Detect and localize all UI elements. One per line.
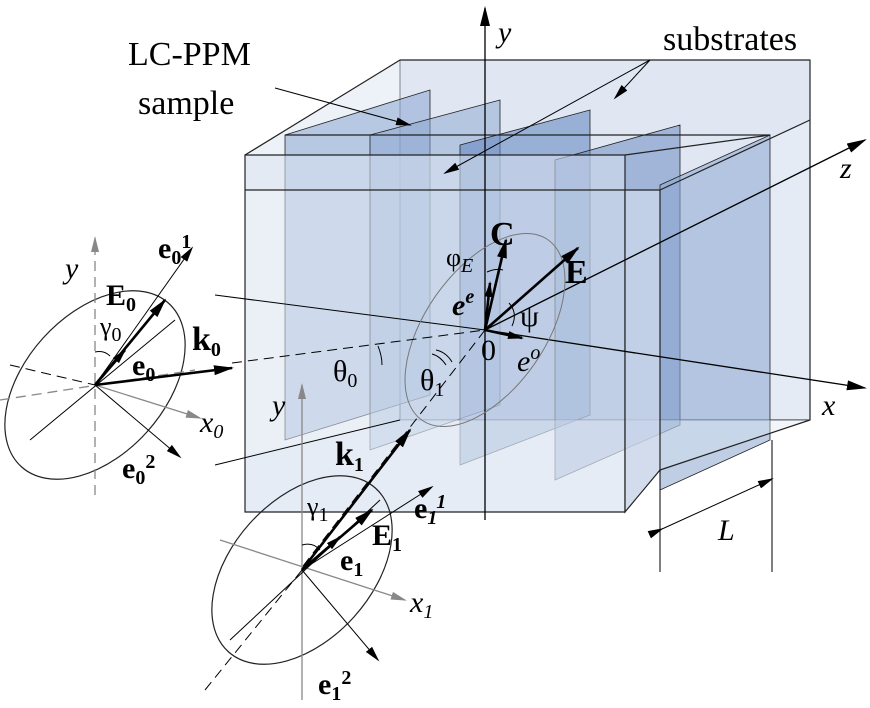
input-e02-label: e02 [122,451,155,489]
input-ellipse-major [29,319,176,441]
input-dash-diag [9,364,96,386]
output-polarization [204,383,434,700]
front-substrate-edge [624,189,661,514]
input-e0-unit-label: e0 [132,349,155,386]
output-x-axis [219,539,407,601]
phi-e-arc [486,268,504,273]
input-y-label: y [62,252,79,285]
output-vector-e12 [301,569,380,662]
input-k0-label: k0 [192,321,221,361]
sample-block [244,59,811,514]
output-e1-unit-label: e1 [340,544,363,581]
k0-propagation-dashed [231,329,486,364]
output-ellipse [211,475,393,665]
length-dimension [647,478,774,539]
sample-label-line1: LC-PPM [128,36,251,73]
theta1-arc-b [435,349,453,363]
substrate-pointer-2 [443,59,651,174]
output-vector-e11 [301,485,434,571]
sample-pointer [274,87,412,126]
output-vector-k1 [300,428,412,571]
input-vector-e01 [94,246,194,386]
z-axis-main [484,139,867,331]
psi-arc [508,302,515,327]
output-e12-label: e12 [318,667,351,705]
output-e11-label: e11 [414,491,446,529]
output-x1-label: x1 [409,586,433,623]
vector-e-label: E [565,254,588,291]
axis-z-label: z [839,152,852,185]
gamma0-arc [94,351,111,357]
k1-dashed-extension [299,329,486,571]
output-vector-e1-unit [301,535,342,571]
theta1-label: θ1 [420,364,444,401]
callout-pointers [274,59,651,174]
length-l-label: L [717,514,735,547]
input-vector-e02 [94,384,182,459]
eo-label: eo [517,342,540,378]
output-gamma1-label: γ1 [306,492,329,526]
sample-label-line2: sample [138,85,234,122]
gamma1-arc [301,543,321,551]
theta1-arc-a [431,353,447,366]
vector-eo [484,328,524,340]
input-e0-field-label: E0 [106,279,136,316]
labels: LC-PPM sample substrates y z x C E φE ee… [62,16,852,705]
vector-c [483,238,508,331]
psi-label: ψ [520,300,539,333]
input-x-axis-solid [94,384,202,419]
output-e1-field-label: E1 [372,519,402,556]
output-y-label: y [269,389,286,422]
output-k1-label: k1 [335,436,364,476]
main-axes [214,6,867,572]
origin-label: 0 [481,334,496,367]
axis-y-label: y [495,16,512,49]
theta0-label: θ0 [333,355,357,392]
input-e01-label: e01 [158,231,191,269]
box-edges [244,59,811,471]
ee-label: ee [452,286,474,322]
index-ellipse [404,233,566,427]
beam-line-lower [214,419,401,466]
input-ellipse [4,290,186,480]
output-dash-diag [204,569,303,691]
vector-c-label: C [490,216,515,253]
theta0-arc [377,345,383,366]
input-polarization [0,236,234,495]
phi-e-label: φE [446,243,473,277]
beam-line-upper [214,294,486,331]
input-gamma0-label: γ0 [99,312,122,346]
vector-ee [483,281,493,331]
input-vector-k0 [94,365,234,387]
substrates-label: substrates [663,21,797,58]
input-vector-e0-unit [94,348,127,386]
input-x0-label: x0 [199,406,223,443]
axis-x-label: x [821,389,836,422]
substrate-pointer-1 [613,59,651,100]
center-vectors [231,233,580,571]
vector-e [484,246,580,331]
x-axis-main [484,329,867,391]
